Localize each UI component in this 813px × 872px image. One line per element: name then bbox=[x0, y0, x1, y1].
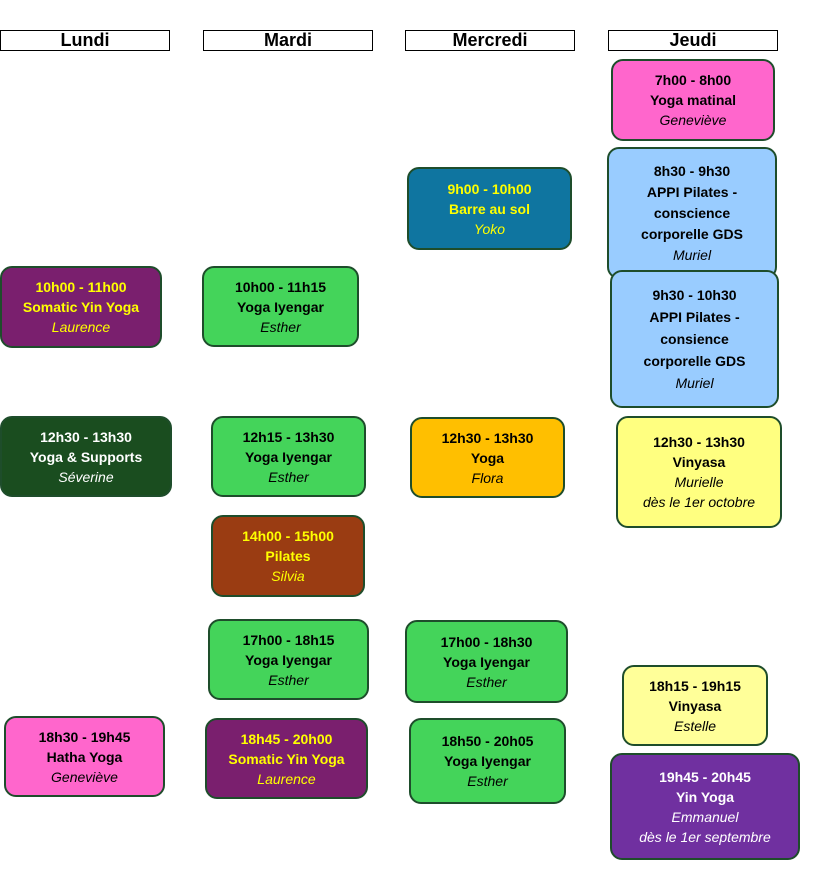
class-time: 18h30 - 19h45 bbox=[38, 728, 131, 745]
class-card: 9h30 - 10h30 APPI Pilates - consience co… bbox=[610, 270, 779, 408]
class-title: Pilates bbox=[265, 548, 311, 564]
class-card: 10h00 - 11h15 Yoga Iyengar Esther bbox=[202, 266, 359, 347]
class-time: 12h30 - 13h30 bbox=[441, 429, 534, 446]
class-title: corporelle GDS bbox=[643, 353, 746, 369]
class-title: Yin Yoga bbox=[675, 788, 735, 805]
class-card: 12h30 - 13h30 Vinyasa Murielle dès le 1e… bbox=[616, 416, 782, 528]
class-teacher: Silvia bbox=[271, 568, 305, 584]
class-teacher: Estelle bbox=[673, 717, 717, 734]
class-card: 18h45 - 20h00 Somatic Yin Yoga Laurence bbox=[205, 718, 368, 799]
class-note: dès le 1er septembre bbox=[639, 828, 771, 845]
class-time: 18h15 - 19h15 bbox=[649, 677, 741, 694]
class-time: 8h30 - 9h30 bbox=[653, 162, 731, 179]
class-time: 9h30 - 10h30 bbox=[652, 287, 737, 303]
class-teacher: Esther bbox=[260, 318, 301, 335]
class-teacher: Esther bbox=[467, 773, 508, 789]
class-title: APPI Pilates - bbox=[646, 183, 738, 200]
class-card: 18h15 - 19h15 Vinyasa Estelle bbox=[622, 665, 768, 746]
class-time: 12h30 - 13h30 bbox=[40, 428, 132, 445]
class-card: 18h30 - 19h45 Hatha Yoga Geneviève bbox=[4, 716, 165, 797]
class-teacher: Séverine bbox=[58, 468, 114, 485]
class-teacher: Geneviève bbox=[51, 768, 118, 785]
class-title: Yoga Iyengar bbox=[237, 298, 324, 315]
class-time: 18h50 - 20h05 bbox=[441, 733, 534, 749]
class-time: 12h15 - 13h30 bbox=[242, 428, 335, 445]
class-card: 8h30 - 9h30 APPI Pilates - conscience co… bbox=[607, 147, 777, 279]
class-teacher: Murielle bbox=[674, 474, 724, 490]
class-teacher: Esther bbox=[466, 673, 507, 690]
class-card: 12h15 - 13h30 Yoga Iyengar Esther bbox=[211, 416, 366, 497]
class-title: consience bbox=[660, 331, 729, 347]
day-header-jeudi: Jeudi bbox=[608, 30, 778, 51]
class-title: Vinyasa bbox=[668, 697, 722, 714]
class-card: 7h00 - 8h00 Yoga matinal Geneviève bbox=[611, 59, 775, 141]
class-time: 10h00 - 11h15 bbox=[234, 278, 327, 295]
class-card: 18h50 - 20h05 Yoga Iyengar Esther bbox=[409, 718, 566, 804]
class-card: 17h00 - 18h30 Yoga Iyengar Esther bbox=[405, 620, 568, 703]
class-title: Somatic Yin Yoga bbox=[228, 750, 345, 767]
class-time: 17h00 - 18h15 bbox=[242, 631, 335, 648]
class-title: Barre au sol bbox=[449, 200, 530, 217]
class-title: Yoga bbox=[470, 449, 505, 466]
class-teacher: Emmanuel bbox=[671, 808, 739, 825]
class-card: 14h00 - 15h00 Pilates Silvia bbox=[211, 515, 365, 597]
class-title: Hatha Yoga bbox=[46, 748, 123, 765]
class-card: 9h00 - 10h00 Barre au sol Yoko bbox=[407, 167, 572, 250]
class-time: 9h00 - 10h00 bbox=[447, 180, 532, 197]
class-card: 19h45 - 20h45 Yin Yoga Emmanuel dès le 1… bbox=[610, 753, 800, 860]
class-teacher: Esther bbox=[268, 671, 309, 688]
class-teacher: Flora bbox=[471, 469, 504, 486]
class-title: Somatic Yin Yoga bbox=[22, 299, 140, 315]
class-title: Yoga matinal bbox=[649, 92, 737, 108]
class-time: 10h00 - 11h00 bbox=[35, 279, 127, 295]
class-teacher: Geneviève bbox=[659, 112, 727, 128]
day-header-mardi: Mardi bbox=[203, 30, 373, 51]
class-title: Yoga Iyengar bbox=[245, 651, 332, 668]
class-teacher: Laurence bbox=[257, 770, 316, 787]
class-teacher: Laurence bbox=[51, 319, 111, 335]
class-teacher: Muriel bbox=[675, 375, 714, 391]
class-teacher: Yoko bbox=[473, 220, 506, 237]
class-title: Yoga Iyengar bbox=[443, 653, 530, 670]
class-time: 18h45 - 20h00 bbox=[240, 730, 333, 747]
class-teacher: Esther bbox=[268, 468, 309, 485]
class-card: 12h30 - 13h30 Yoga & Supports Séverine bbox=[0, 416, 172, 497]
class-time: 14h00 - 15h00 bbox=[242, 528, 334, 544]
day-header-lundi: Lundi bbox=[0, 30, 170, 51]
class-teacher: Muriel bbox=[672, 246, 712, 263]
class-time: 19h45 - 20h45 bbox=[659, 768, 751, 785]
day-header-mercredi: Mercredi bbox=[405, 30, 575, 51]
class-time: 7h00 - 8h00 bbox=[654, 72, 732, 88]
class-note: dès le 1er octobre bbox=[642, 494, 756, 510]
class-card: 17h00 - 18h15 Yoga Iyengar Esther bbox=[208, 619, 369, 700]
class-title: corporelle GDS bbox=[641, 225, 743, 242]
class-card: 10h00 - 11h00 Somatic Yin Yoga Laurence bbox=[0, 266, 162, 348]
class-title: conscience bbox=[653, 204, 731, 221]
class-title: Vinyasa bbox=[672, 454, 726, 470]
class-title: Yoga Iyengar bbox=[444, 753, 531, 769]
class-title: APPI Pilates - bbox=[649, 309, 740, 325]
class-time: 12h30 - 13h30 bbox=[653, 434, 745, 450]
class-title: Yoga Iyengar bbox=[245, 448, 332, 465]
class-title: Yoga & Supports bbox=[29, 448, 143, 465]
class-card: 12h30 - 13h30 Yoga Flora bbox=[410, 417, 565, 498]
class-time: 17h00 - 18h30 bbox=[440, 633, 533, 650]
